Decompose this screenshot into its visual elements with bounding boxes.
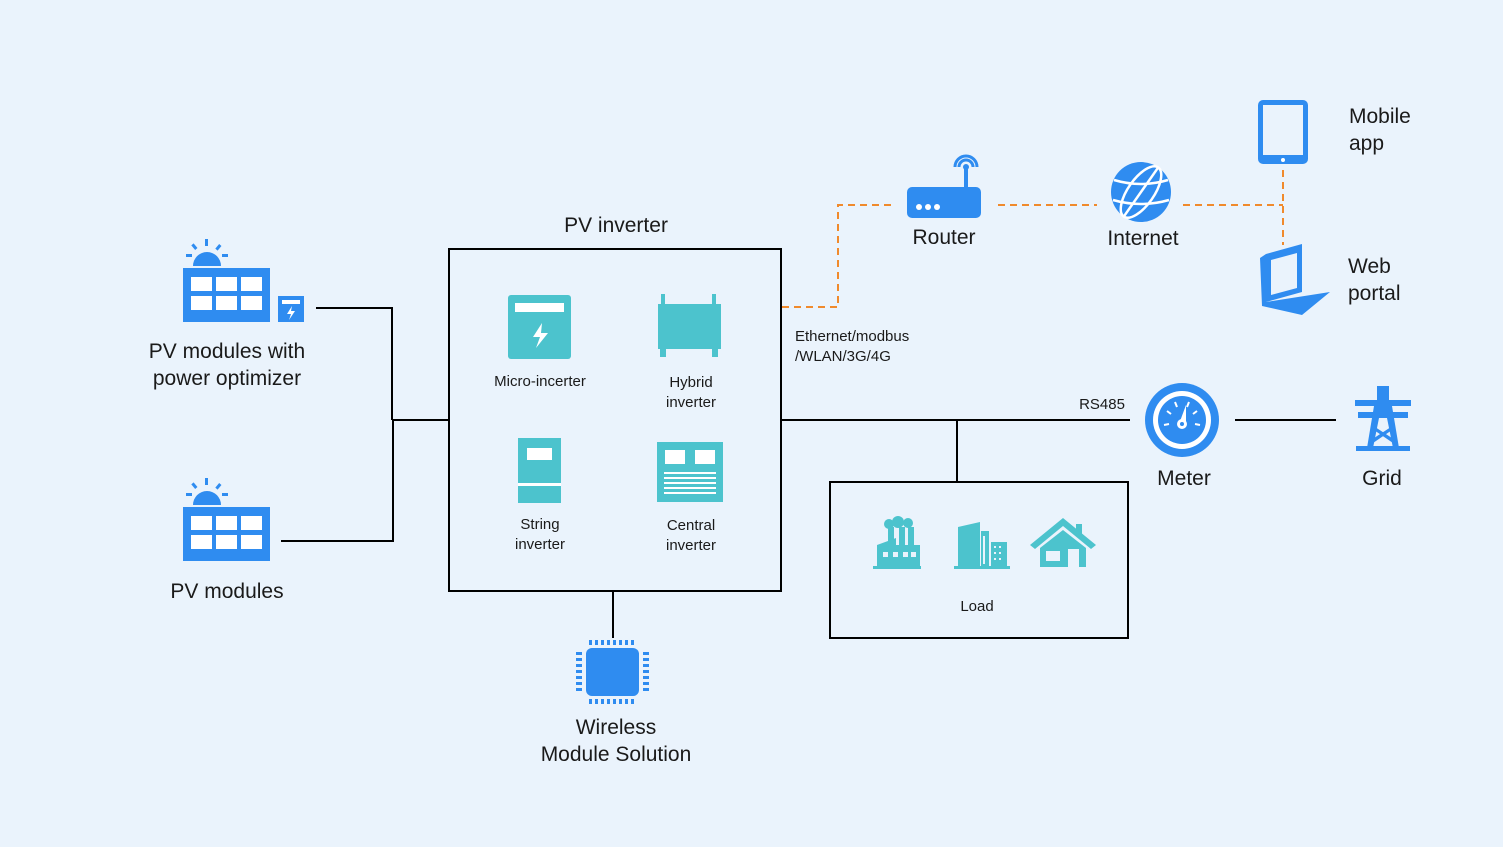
wireless-label-line1: Wireless <box>575 716 657 739</box>
pv-inverter-title: PV inverter <box>564 214 668 237</box>
office-building-icon <box>954 522 1010 569</box>
web-portal-label-line1: Web <box>1348 255 1391 278</box>
tablet-icon <box>1258 100 1308 164</box>
transmission-tower-icon <box>1355 386 1411 451</box>
house-icon <box>1030 518 1096 567</box>
link-inverter-router <box>782 204 893 308</box>
wireless-label: Wireless Module Solution <box>506 714 726 768</box>
router-label: Router <box>912 226 976 249</box>
factory-icon <box>873 516 921 569</box>
inverter-type-micro-label: Micro-incerter <box>475 372 605 392</box>
internet-label: Internet <box>1107 227 1179 250</box>
grid-label: Grid <box>1362 467 1402 490</box>
mobile-app-label-line1: Mobile <box>1349 105 1411 128</box>
solar-panel-with-optimizer-icon <box>183 239 304 322</box>
ethernet-link-label: Ethernet/modbus /WLAN/3G/4G <box>795 327 909 367</box>
web-portal-label: Web portal <box>1348 253 1401 307</box>
inverter-type-string-line2: inverter <box>514 536 566 553</box>
wire-pv-modules <box>281 420 394 542</box>
inverter-type-central-line2: inverter <box>665 537 717 554</box>
pv-optimizer-label-line1: PV modules with <box>148 340 306 363</box>
inverter-type-string-line1: String <box>520 516 560 533</box>
load-label: Load <box>960 598 994 615</box>
inverter-type-hybrid-label: Hybrid inverter <box>626 373 756 413</box>
string-inverter-icon <box>518 438 561 503</box>
pv-optimizer-label-line2: power optimizer <box>152 367 302 390</box>
ethernet-link-line2: /WLAN/3G/4G <box>795 348 891 365</box>
inverter-type-central-label: Central inverter <box>626 516 756 556</box>
ethernet-link-line1: Ethernet/modbus <box>795 328 910 345</box>
inverter-type-central-line1: Central <box>666 517 716 534</box>
inverter-type-hybrid-line2: inverter <box>665 394 717 411</box>
meter-label: Meter <box>1157 467 1211 490</box>
laptop-icon <box>1260 244 1330 315</box>
globe-icon <box>1111 162 1171 222</box>
central-inverter-icon <box>657 442 723 502</box>
meter-icon <box>1145 383 1219 457</box>
inverter-type-string-label: String inverter <box>475 515 605 555</box>
pv-optimizer-label: PV modules with power optimizer <box>116 338 338 392</box>
rs485-label: RS485 <box>1079 396 1125 413</box>
wireless-label-line2: Module Solution <box>540 743 692 766</box>
wire-optimizer <box>316 307 393 420</box>
inverter-type-micro-line1: Micro-incerter <box>494 373 586 390</box>
load-box <box>829 481 1129 639</box>
mobile-app-label-line2: app <box>1349 132 1385 155</box>
inverter-type-hybrid-line1: Hybrid <box>669 374 713 391</box>
pv-modules-label: PV modules <box>170 580 284 603</box>
solar-panel-icon <box>183 478 270 561</box>
mobile-app-label: Mobile app <box>1349 103 1411 157</box>
wireless-links <box>782 170 1284 308</box>
router-icon <box>907 154 981 218</box>
pv-inverter-box <box>448 248 782 592</box>
hybrid-inverter-icon <box>658 294 721 357</box>
micro-inverter-icon <box>508 295 571 359</box>
web-portal-label-line2: portal <box>1348 282 1401 305</box>
chip-icon <box>576 640 649 704</box>
wires <box>281 307 1336 638</box>
